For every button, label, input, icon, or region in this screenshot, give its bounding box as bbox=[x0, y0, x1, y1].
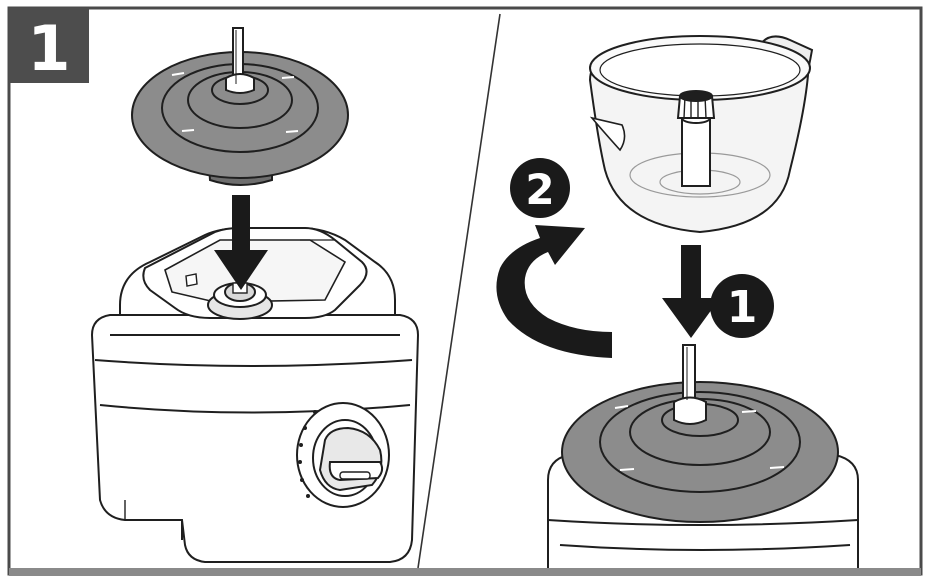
callout-1-number: 1 bbox=[727, 282, 758, 333]
step-badge: 1 bbox=[9, 8, 89, 85]
citrus-bowl bbox=[588, 35, 814, 234]
step-number: 1 bbox=[27, 12, 70, 85]
drive-adapter-disc-installed bbox=[561, 344, 839, 523]
rotate-arrow-icon bbox=[496, 225, 612, 358]
down-arrow-icon bbox=[214, 195, 268, 290]
left-panel bbox=[90, 27, 420, 563]
right-panel: 2 1 bbox=[496, 35, 859, 568]
callout-2: 2 bbox=[510, 158, 570, 218]
panel-divider bbox=[417, 13, 501, 569]
callout-1: 1 bbox=[710, 274, 774, 338]
down-arrow-icon-right bbox=[662, 245, 720, 338]
control-knob[interactable] bbox=[296, 402, 390, 508]
motor-base bbox=[90, 227, 420, 563]
callout-2-number: 2 bbox=[525, 165, 554, 214]
drive-adapter-disc bbox=[131, 27, 349, 186]
bottom-strip bbox=[9, 568, 921, 576]
